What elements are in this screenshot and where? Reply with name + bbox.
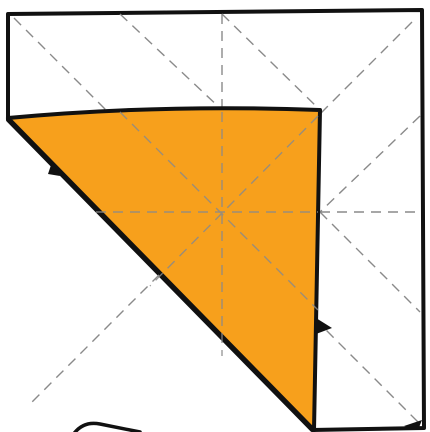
fold-arrow-partial bbox=[70, 423, 140, 432]
folded-flap-colored bbox=[8, 108, 320, 430]
